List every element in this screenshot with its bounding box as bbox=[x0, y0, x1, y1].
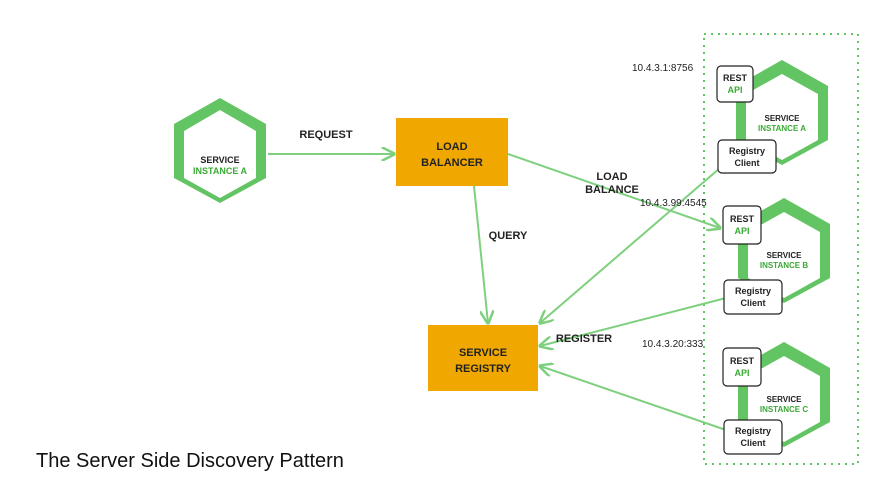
instance-c-api-label: API bbox=[734, 368, 749, 378]
instance-c-name-line1: SERVICE bbox=[767, 395, 803, 404]
instance-c-rest-label: REST bbox=[730, 356, 755, 366]
instance-a-rest-api-box bbox=[716, 65, 754, 103]
instance-a-registry-client-box bbox=[717, 139, 777, 174]
instance-a-address: 10.4.3.1:8756 bbox=[632, 63, 694, 74]
instance-b-registry-line2: Client bbox=[740, 298, 765, 308]
service-registry-box bbox=[428, 325, 538, 391]
instance-b-rest-api-box bbox=[722, 205, 762, 245]
instance-b-name-line1: SERVICE bbox=[767, 251, 803, 260]
service-instance-b: 10.4.3.99:4545 SERVICE INSTANCE B REST A… bbox=[640, 198, 830, 315]
request-label: REQUEST bbox=[299, 129, 352, 141]
load-balance-arrow bbox=[507, 153, 720, 228]
instance-a-registry-line2: Client bbox=[734, 158, 759, 168]
service-instance-c: 10.4.3.20:333 SERVICE INSTANCE C REST AP… bbox=[642, 339, 830, 455]
instance-b-rest-label: REST bbox=[730, 214, 755, 224]
register-arrow-b bbox=[540, 297, 727, 346]
diagram-caption: The Server Side Discovery Pattern bbox=[36, 450, 344, 472]
instance-a-name-line1: SERVICE bbox=[765, 114, 801, 123]
instance-c-rest-api-box bbox=[722, 347, 762, 387]
instance-b-api-label: API bbox=[734, 226, 749, 236]
instance-b-registry-line1: Registry bbox=[735, 286, 771, 296]
instances-container bbox=[703, 33, 859, 465]
instance-a-hexagon-inner bbox=[746, 74, 818, 160]
instance-a-name-line2: INSTANCE A bbox=[758, 124, 806, 133]
instance-c-registry-line2: Client bbox=[740, 438, 765, 448]
client-hexagon-inner bbox=[184, 110, 256, 198]
service-registry-line2: REGISTRY bbox=[455, 363, 511, 375]
arrows bbox=[268, 153, 727, 431]
service-registry-line1: SERVICE bbox=[459, 347, 507, 359]
instance-a-rest-label: REST bbox=[723, 73, 748, 83]
load-balancer-line2: BALANCER bbox=[421, 157, 483, 169]
load-balance-label-line2: BALANCE bbox=[585, 184, 639, 196]
instance-c-registry-line1: Registry bbox=[735, 426, 771, 436]
instance-b-hexagon-inner bbox=[748, 212, 820, 298]
instance-c-registry-client-box bbox=[723, 419, 783, 455]
instance-a-api-label: API bbox=[727, 85, 742, 95]
load-balancer-line1: LOAD bbox=[436, 141, 467, 153]
load-balance-label-line1: LOAD bbox=[596, 171, 627, 183]
register-arrow-c bbox=[540, 366, 727, 431]
load-balancer: LOAD BALANCER bbox=[396, 118, 508, 186]
instance-c-name-line2: INSTANCE C bbox=[760, 405, 809, 414]
client-label-line2: INSTANCE A bbox=[193, 166, 248, 176]
service-registry: SERVICE REGISTRY bbox=[428, 325, 538, 391]
load-balancer-box bbox=[396, 118, 508, 186]
instance-b-registry-client-box bbox=[723, 279, 783, 315]
instance-a-registry-line1: Registry bbox=[729, 146, 765, 156]
query-arrow bbox=[473, 185, 488, 323]
register-label: REGISTER bbox=[556, 333, 612, 345]
client-label-line1: SERVICE bbox=[200, 155, 239, 165]
client-service-instance: SERVICE INSTANCE A bbox=[174, 98, 266, 203]
instance-c-address: 10.4.3.20:333 bbox=[642, 339, 704, 350]
instance-b-address: 10.4.3.99:4545 bbox=[640, 198, 707, 209]
register-arrow-a bbox=[540, 167, 721, 323]
instance-b-name-line2: INSTANCE B bbox=[760, 261, 809, 270]
query-label: QUERY bbox=[489, 230, 528, 242]
service-instance-a: 10.4.3.1:8756 SERVICE INSTANCE A REST AP… bbox=[632, 60, 828, 174]
